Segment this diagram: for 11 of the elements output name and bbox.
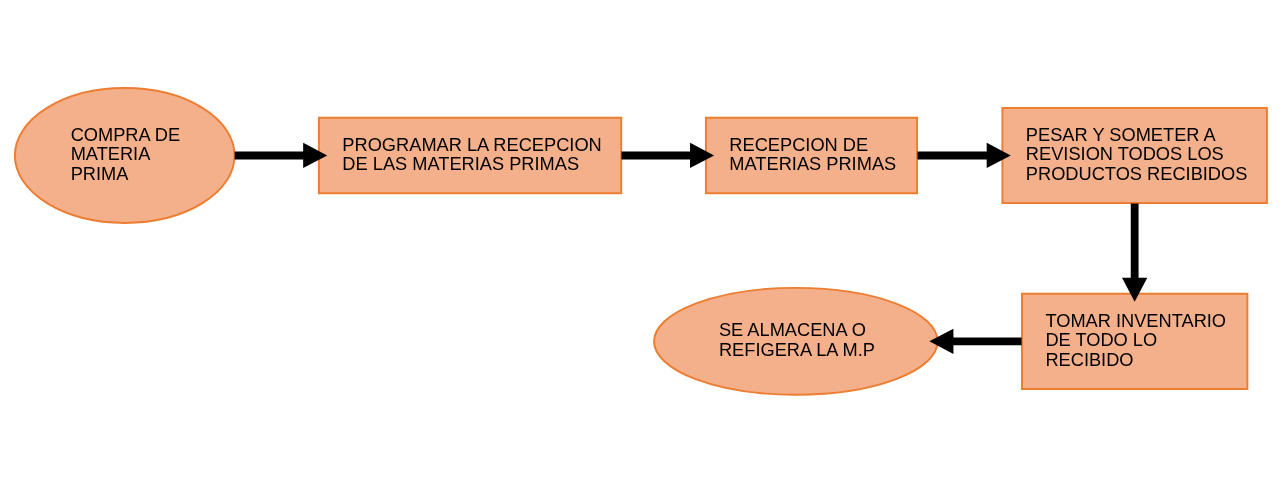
node-box: RECEPCION DE MATERIAS PRIMAS <box>704 116 918 195</box>
arrow <box>234 142 328 169</box>
arrow <box>917 142 1011 169</box>
node-ellipse: SE ALMACENA O REFIGERA LA M.P <box>653 286 939 396</box>
node-box: TOMAR INVENTARIO DE TODO LO RECIBIDO <box>1020 292 1249 390</box>
arrow <box>1122 203 1148 302</box>
node-box: PROGRAMAR LA RECEPCION DE LAS MATERIAS PRIMAS <box>317 116 623 195</box>
node-box: PESAR Y SOMETER A REVISION TODOS LOS PRODUCTOS RECIBIDOS <box>1001 106 1268 204</box>
node-ellipse: COMPRA DE MATERIA PRIMA <box>13 87 236 224</box>
arrow <box>621 142 715 169</box>
arrow <box>929 328 1022 354</box>
